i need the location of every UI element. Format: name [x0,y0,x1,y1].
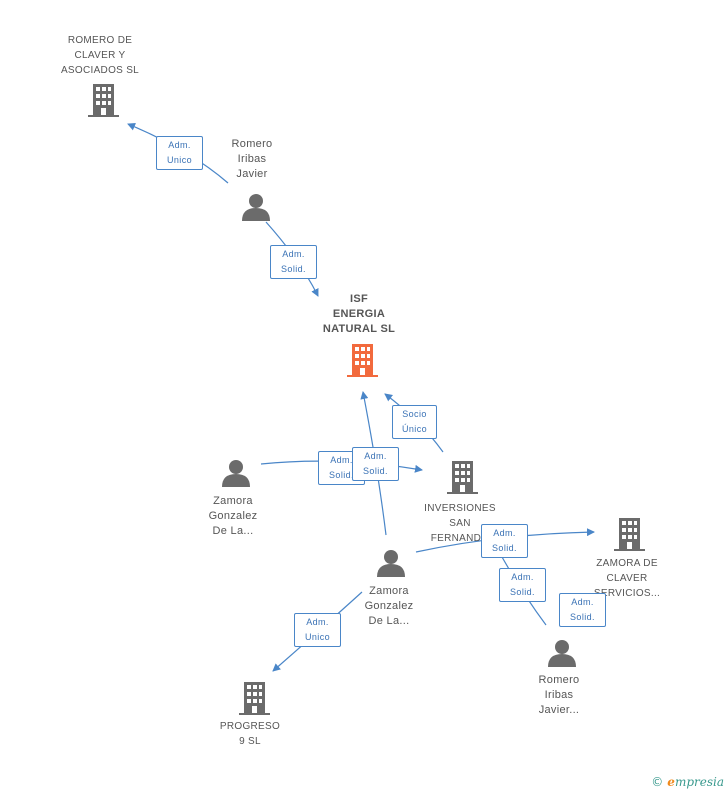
building-icon-focus [347,344,378,377]
node-label-romero-iribas-bottom[interactable]: Romero Iribas Javier... [538,674,580,716]
node-label-zamora-center[interactable]: Zamora Gonzalez De La... [364,585,414,627]
person-icon [377,550,405,577]
node-label-inversiones[interactable]: INVERSIONES SAN FERNANDO [424,503,496,544]
node-label-isf[interactable]: ISF ENERGIA NATURAL SL [322,293,396,335]
copyright-icon: © [651,775,664,789]
edge-label-adm-solid[interactable]: Adm. Solid. [559,593,606,627]
node-label-romero-claver[interactable]: ROMERO DE CLAVER Y ASOCIADOS SL [60,35,140,76]
node-label-zamora-claver[interactable]: ZAMORA DE CLAVER SERVICIOS... [593,558,661,599]
person-icon [548,640,576,667]
edge-label-adm-unico[interactable]: Adm. Unico [294,613,341,647]
building-icon [239,682,270,715]
brand-e: e [667,775,675,789]
edge-label-adm-solid[interactable]: Adm. Solid. [499,568,546,602]
node-label-romero-iribas-top[interactable]: Romero Iribas Javier [231,138,273,180]
edge-label-adm-unico[interactable]: Adm. Unico [156,136,203,170]
edge-label-socio-unico[interactable]: Socio Único [392,405,437,439]
person-icon [242,194,270,221]
building-icon [447,461,478,494]
edge-label-adm-solid[interactable]: Adm. Solid. [270,245,317,279]
node-label-zamora-left[interactable]: Zamora Gonzalez De La... [208,495,258,537]
edge-label-adm-solid[interactable]: Adm. Solid. [481,524,528,558]
building-icon [88,84,119,117]
node-label-progreso[interactable]: PROGRESO 9 SL [219,721,281,747]
building-icon [614,518,645,551]
empresia-logo[interactable]: ©empresia [651,775,724,789]
edge-label-adm-solid[interactable]: Adm. Solid. [352,447,399,481]
person-icon [222,460,250,487]
brand-rest: mpresia [674,775,724,789]
